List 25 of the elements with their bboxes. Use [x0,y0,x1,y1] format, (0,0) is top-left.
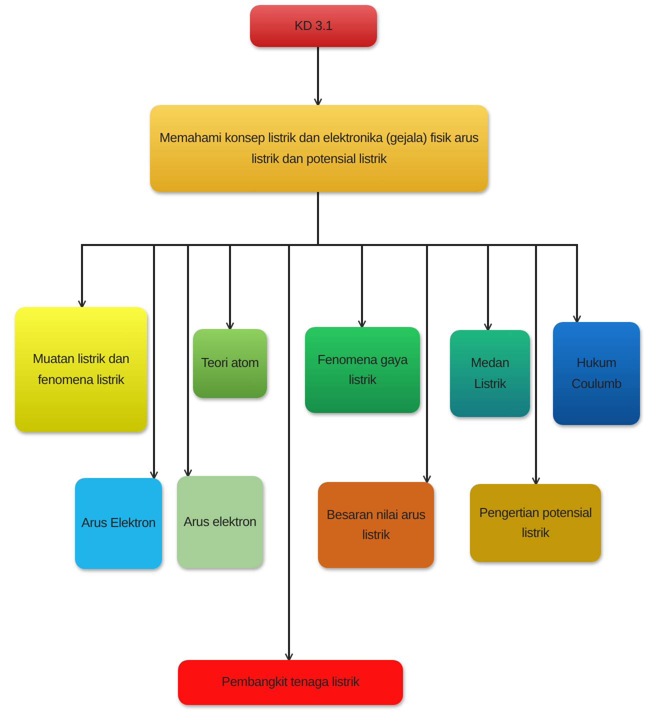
topic-box [450,330,530,417]
topic-text: Memahami konsep listrik dan elektronika (gejala) fisik arus listrik dan potensial listrik [158,129,480,168]
topic-text: Fenomena gaya listrik [316,350,409,389]
topic-box [177,476,263,568]
topic-text: KD 3.1 [294,16,332,35]
topic-text: Medan Listrik [470,354,510,392]
topic-text: Arus elektron [184,512,256,531]
topic-box [150,105,488,192]
topic-box [470,484,601,562]
topic-box [178,660,403,705]
topic-box [305,327,420,413]
topic-box [553,322,640,425]
topic-text: Pengertian potensial listrik [478,504,593,542]
topic-text: Hukum Coulumb [570,354,622,392]
topic-text: Arus Elektron [81,514,156,532]
topic-box [250,5,377,47]
arrow [314,47,322,106]
topic-text: Teori atom [201,354,259,372]
topic-box [15,307,147,432]
topic-box [318,482,434,568]
topic-text: Besaran nilai arus listrik [326,506,426,544]
topic-box [75,478,162,569]
topic-box [193,329,267,398]
topic-text: Pembangkit tenaga listrik [222,673,360,692]
topic-text: Muatan listrik dan fenomena listrik [32,350,130,388]
